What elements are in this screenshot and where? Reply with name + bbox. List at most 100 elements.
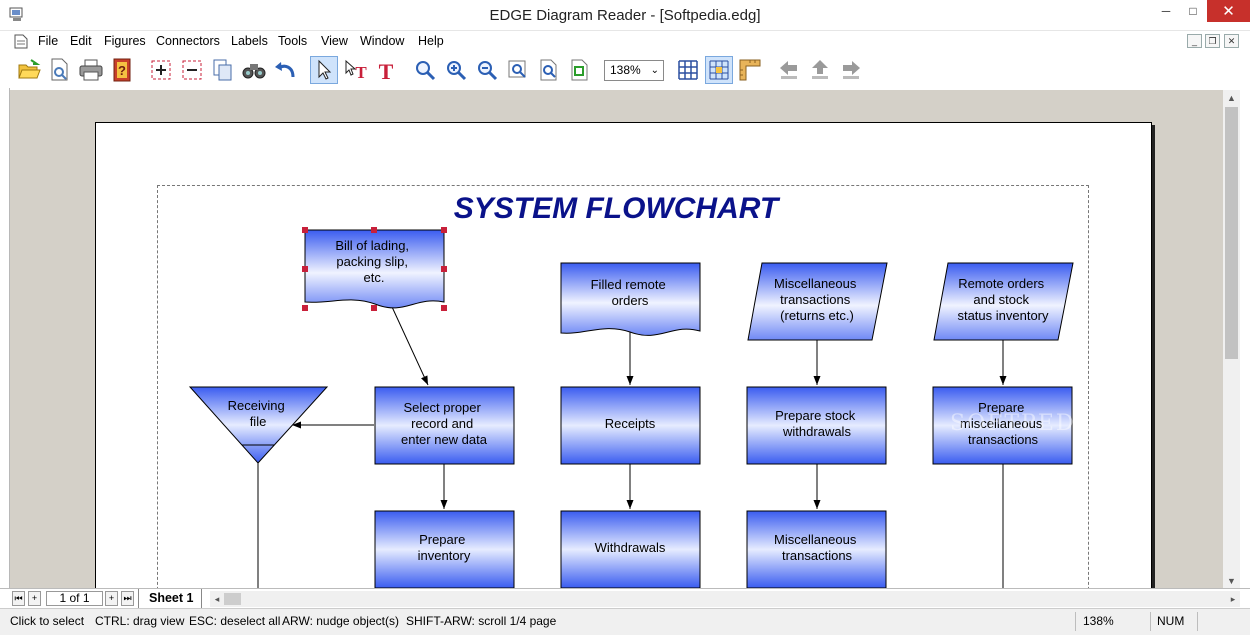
flowchart-diagram[interactable]: SYSTEM FLOWCHART Bill of lading, packing… — [10, 90, 1223, 588]
tab-sheet-1[interactable]: Sheet 1 — [138, 589, 202, 608]
misc-tx-label-1: Miscellaneous — [774, 532, 857, 547]
menu-help[interactable]: Help — [418, 34, 444, 48]
add-page-after-button[interactable]: + — [105, 591, 118, 606]
svg-text:Remote orders and stoc: Remote orders and stock status inventory — [957, 276, 1049, 323]
status-separator — [1075, 612, 1076, 631]
align-top-icon[interactable] — [806, 56, 834, 84]
resize-handle[interactable] — [371, 227, 377, 233]
resize-handle[interactable] — [302, 266, 308, 272]
zoom-page-icon[interactable] — [535, 56, 563, 84]
copy-pages-icon[interactable] — [209, 56, 237, 84]
shape-misc-transactions[interactable]: Miscellaneous transactions — [746, 510, 887, 588]
last-page-button[interactable]: ⏭ — [121, 591, 134, 606]
filled-label-2: orders — [612, 293, 649, 308]
maximize-button[interactable]: □ — [1189, 4, 1197, 18]
drawing-page[interactable] — [95, 122, 1152, 588]
select-label-3: enter new data — [401, 432, 488, 447]
scroll-down-icon[interactable]: ▼ — [1227, 576, 1236, 586]
menu-tools[interactable]: Tools — [278, 34, 308, 48]
zoom-selection-icon[interactable] — [504, 56, 532, 84]
vertical-scrollbar[interactable]: ▲ ▼ — [1223, 90, 1240, 590]
undo-icon[interactable] — [271, 56, 299, 84]
window-title: EDGE Diagram Reader - [Softpedia.edg] — [489, 7, 761, 24]
print-area-border — [157, 185, 1089, 588]
remove-page-icon[interactable] — [178, 56, 206, 84]
misc-trans-label-2: transactions — [780, 292, 851, 307]
resize-handle[interactable] — [441, 266, 447, 272]
mdi-minimize-button[interactable]: _ — [1187, 34, 1202, 48]
printer-icon[interactable] — [77, 56, 105, 84]
text-tool-icon[interactable]: T — [372, 56, 400, 84]
align-right-icon[interactable] — [837, 56, 865, 84]
add-page-before-button[interactable]: + — [28, 591, 41, 606]
select-pointer-icon[interactable] — [310, 56, 338, 84]
zoom-icon[interactable] — [411, 56, 439, 84]
svg-text:T: T — [379, 59, 394, 82]
status-num-lock: NUM — [1157, 614, 1185, 628]
ruler-icon[interactable] — [736, 56, 764, 84]
misc-trans-label-1: Miscellaneous — [774, 276, 857, 291]
horizontal-scroll-thumb[interactable] — [224, 593, 241, 605]
scroll-left-icon[interactable]: ◂ — [214, 594, 220, 604]
menu-connectors[interactable]: Connectors — [156, 34, 220, 48]
shape-misc-transactions-input[interactable]: Miscellaneous transactions (returns etc.… — [747, 262, 888, 341]
print-preview-icon[interactable] — [46, 56, 74, 84]
grid-icon[interactable] — [674, 56, 702, 84]
shape-select-record[interactable]: Select proper record and enter new data — [374, 386, 515, 465]
zoom-out-icon[interactable] — [473, 56, 501, 84]
resize-handle[interactable] — [441, 227, 447, 233]
help-book-icon[interactable]: ? — [108, 56, 136, 84]
add-page-icon[interactable] — [147, 56, 175, 84]
resize-handle[interactable] — [441, 305, 447, 311]
mdi-restore-button[interactable]: ❐ — [1205, 34, 1220, 48]
menu-view[interactable]: View — [321, 34, 348, 48]
misc-trans-label-3: (returns etc.) — [780, 308, 854, 323]
zoom-select[interactable]: 138% ⌄ — [604, 60, 664, 81]
receiving-label-1: Receiving — [228, 398, 285, 413]
document-icon[interactable] — [14, 34, 28, 49]
find-binoculars-icon[interactable] — [240, 56, 268, 84]
label-edit-icon[interactable]: T — [341, 56, 369, 84]
shape-filled-remote-orders[interactable]: Filled remote orders — [560, 262, 701, 336]
shape-receiving-file[interactable]: Receiving file — [188, 386, 329, 464]
zoom-select-value: 138% — [610, 63, 641, 77]
connector-bill-to-select[interactable] — [386, 295, 429, 386]
menu-window[interactable]: Window — [360, 34, 405, 48]
minimize-button[interactable]: ─ — [1161, 4, 1171, 18]
toolbar: ? T T 138% ⌄ — [0, 52, 1250, 88]
filled-label-1: Filled remote — [591, 277, 666, 292]
scroll-right-icon[interactable]: ▸ — [1230, 594, 1236, 604]
shape-receipts[interactable]: Receipts — [560, 386, 701, 465]
shape-withdrawals[interactable]: Withdrawals — [560, 510, 701, 588]
shape-prepare-inventory[interactable]: Prepare inventory — [374, 510, 515, 588]
resize-handle[interactable] — [371, 305, 377, 311]
menu-figures[interactable]: Figures — [104, 34, 146, 48]
app-icon[interactable] — [9, 7, 25, 23]
menu-edit[interactable]: Edit — [70, 34, 92, 48]
shape-bill-of-lading[interactable]: Bill of lading, packing slip, etc. — [302, 227, 447, 311]
close-button[interactable]: ✕ — [1207, 0, 1250, 22]
mdi-close-button[interactable]: ✕ — [1224, 34, 1239, 48]
align-left-icon[interactable] — [775, 56, 803, 84]
snap-to-grid-icon[interactable] — [705, 56, 733, 84]
horizontal-scrollbar[interactable]: ◂ ▸ — [210, 591, 1240, 607]
open-folder-icon[interactable] — [15, 56, 43, 84]
canvas-workspace[interactable]: SYSTEM FLOWCHART Bill of lading, packing… — [10, 90, 1223, 588]
status-hint-select: Click to select — [10, 614, 85, 628]
first-page-button[interactable]: ⏮ — [12, 591, 25, 606]
remote-label-3: status inventory — [957, 308, 1049, 323]
resize-handle[interactable] — [302, 305, 308, 311]
scroll-up-icon[interactable]: ▲ — [1227, 93, 1236, 103]
vertical-scroll-thumb[interactable] — [1225, 107, 1238, 359]
zoom-in-icon[interactable] — [442, 56, 470, 84]
menu-labels[interactable]: Labels — [231, 34, 268, 48]
prep-stock-label-2: withdrawals — [782, 424, 851, 439]
svg-text:?: ? — [118, 63, 126, 78]
menu-file[interactable]: File — [38, 34, 59, 48]
shape-prepare-misc-transactions[interactable]: Prepare miscellaneous transactions — [932, 386, 1073, 465]
page-indicator: 1 of 1 — [46, 591, 103, 606]
shape-remote-orders-input[interactable]: Remote orders and stock status inventory — [933, 262, 1074, 341]
shape-prepare-stock-withdrawals[interactable]: Prepare stock withdrawals — [746, 386, 887, 465]
resize-handle[interactable] — [302, 227, 308, 233]
zoom-fit-icon[interactable] — [566, 56, 594, 84]
